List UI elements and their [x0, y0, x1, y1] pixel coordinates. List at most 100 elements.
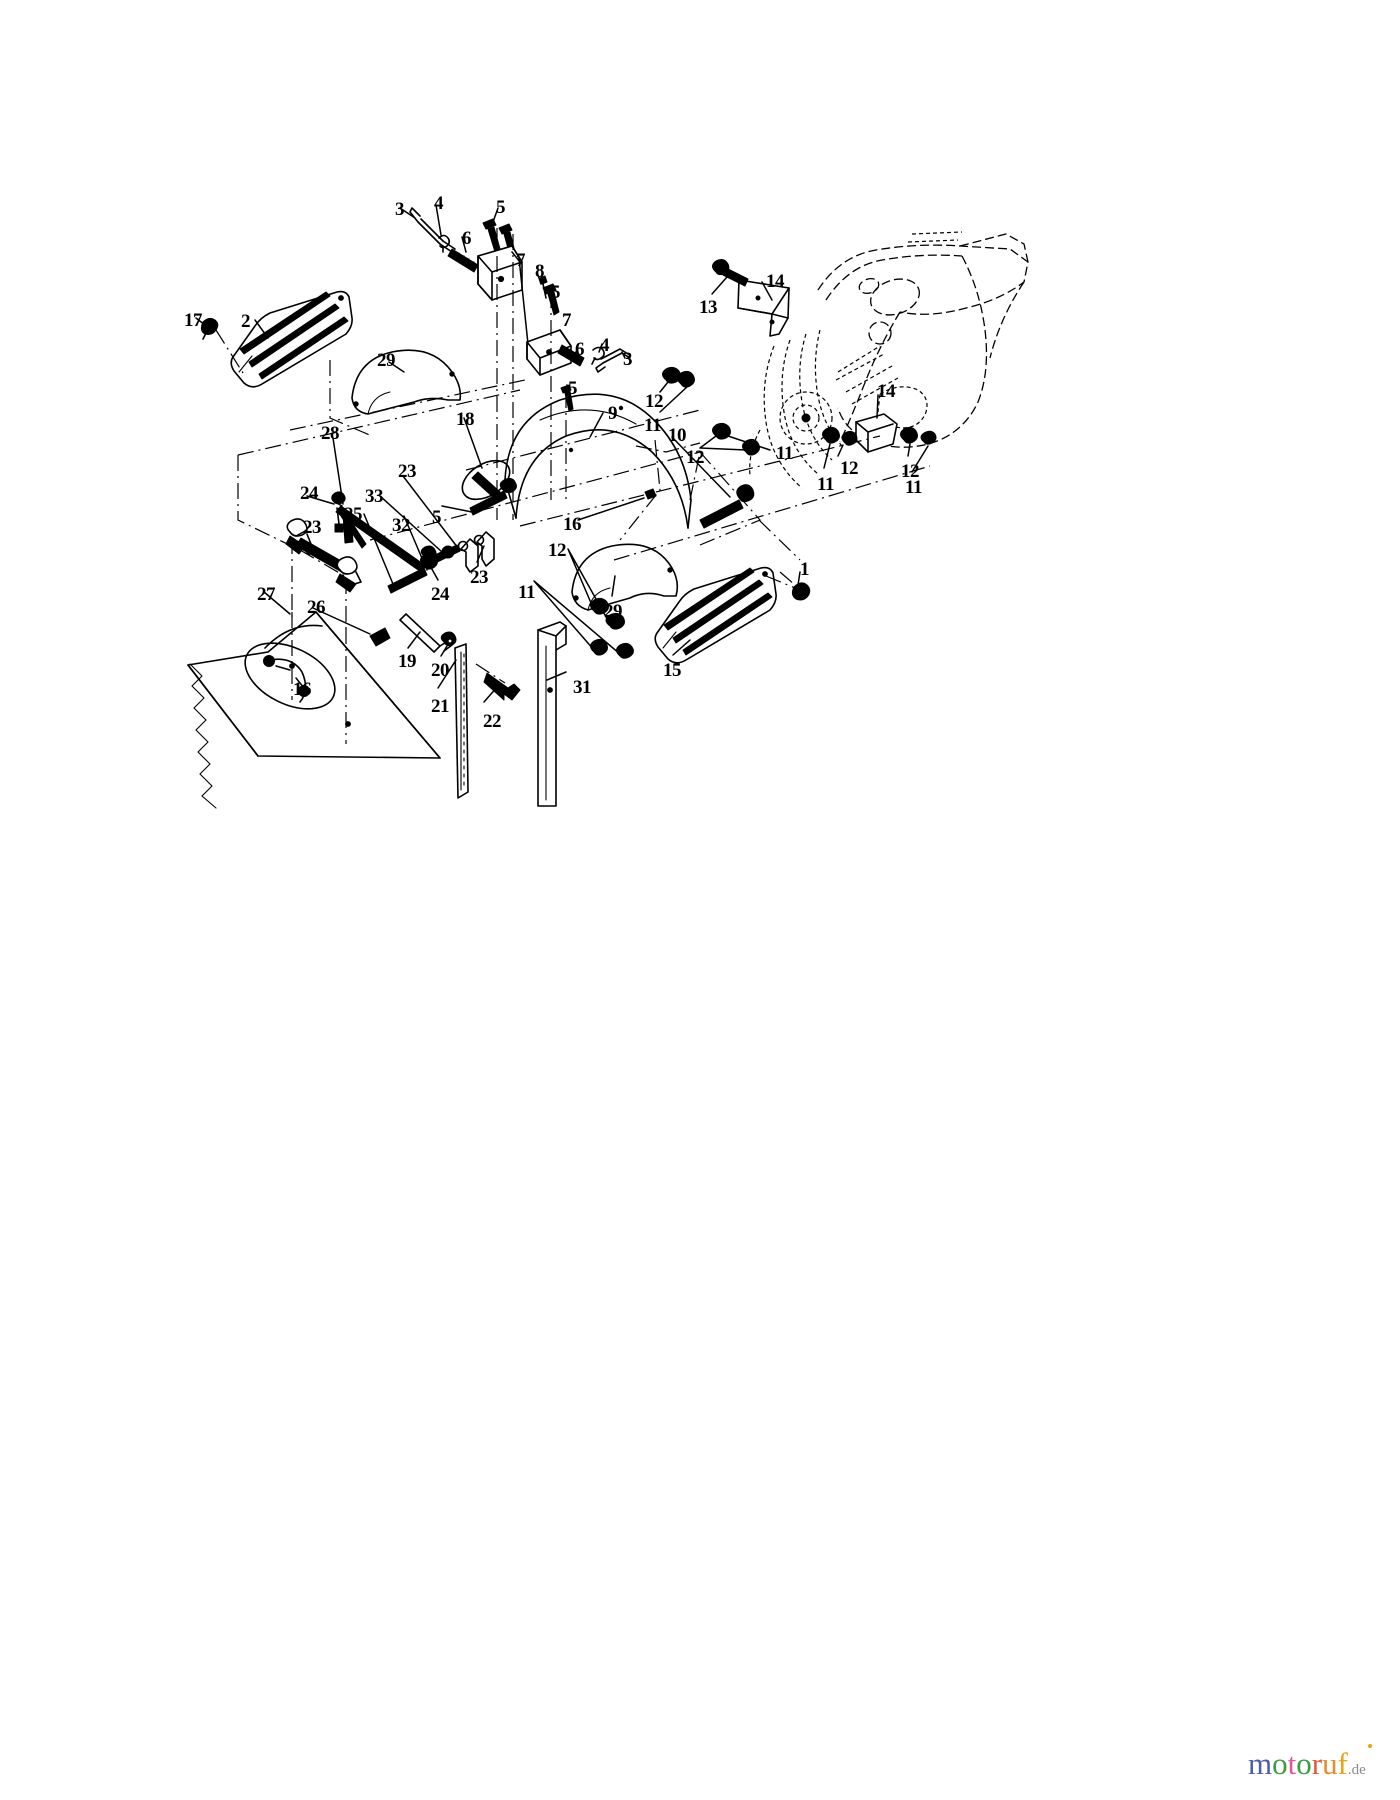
construction-line-m	[779, 571, 796, 586]
tine-plate-part-27	[187, 611, 441, 809]
leader-23c	[476, 545, 485, 563]
leader-33	[379, 495, 443, 553]
leader-9	[589, 412, 604, 438]
construction-line-j	[635, 442, 701, 453]
callout-11d: 11	[817, 474, 834, 495]
leader-14b	[876, 394, 879, 419]
callout-8: 8	[535, 261, 545, 282]
construction-line-f	[519, 435, 881, 527]
callout-3a: 3	[395, 199, 405, 220]
callout-16a: 16	[563, 514, 582, 535]
callout-17: 17	[184, 310, 203, 331]
construction-line-e	[465, 409, 701, 471]
callout-12c: 12	[645, 391, 664, 412]
callout-6a: 6	[462, 228, 472, 249]
logo-letter-m: m	[1248, 1746, 1273, 1781]
nut-part-20	[440, 631, 457, 647]
spring-part-6a	[447, 248, 479, 273]
leader-20	[440, 645, 448, 657]
callout-7a: 7	[516, 250, 526, 271]
leader-7b	[518, 257, 529, 345]
callout-13: 13	[699, 297, 718, 318]
leader-29a	[388, 361, 405, 373]
callout-14a: 14	[766, 271, 785, 292]
transmission-housing-ghost	[749, 231, 1029, 489]
fender-part-9	[504, 393, 692, 529]
bracket-part-14a	[737, 279, 790, 337]
shield-part-29b	[571, 543, 679, 611]
callout-15: 15	[663, 660, 682, 681]
leader-19	[407, 631, 421, 649]
bolt-part-10	[699, 484, 755, 529]
clip-part-26	[369, 627, 391, 647]
bolt-part-24b	[420, 544, 461, 567]
callout-11c: 11	[776, 443, 793, 464]
callout-2: 2	[241, 311, 251, 332]
callout-22: 22	[483, 711, 502, 732]
leader-5e	[441, 505, 473, 513]
callout-23c: 23	[470, 567, 489, 588]
leader-24b	[427, 561, 439, 581]
leader-27	[263, 591, 291, 615]
callout-27: 27	[257, 584, 276, 605]
callout-1: 1	[800, 559, 810, 580]
construction-line-k	[619, 439, 661, 541]
axis-right-footrest	[765, 575, 801, 591]
callout-7b: 7	[562, 310, 572, 331]
leader-14a	[761, 281, 773, 301]
leader-10	[671, 436, 731, 498]
callout-11e: 11	[905, 477, 922, 498]
construction-line-d	[369, 451, 701, 541]
spring-part-6b	[557, 344, 585, 367]
callout-5e: 5	[432, 507, 442, 528]
leader-24a	[306, 495, 335, 505]
axis-shield-29a	[329, 360, 373, 437]
leader-23a	[402, 475, 459, 549]
callout-5a: 5	[496, 197, 506, 218]
axis-link-cross	[299, 549, 349, 579]
construction-line-i	[689, 451, 701, 501]
callout-16b: 16	[293, 679, 312, 700]
leader-6a	[461, 236, 467, 253]
bracket-part-7b	[526, 329, 572, 376]
right-footrest-part-15	[654, 566, 777, 664]
logo-letter-u: u	[1322, 1746, 1338, 1781]
callout-10: 10	[668, 425, 687, 446]
bolt-part-22	[483, 672, 521, 701]
leader-11-12-right	[823, 443, 844, 469]
tine-bar-part-31	[537, 621, 567, 807]
shield-part-29a	[351, 349, 462, 415]
leader-22	[483, 685, 499, 703]
callout-5d: 5	[568, 378, 578, 399]
clip-part-4b	[591, 346, 605, 365]
callout-3b: 3	[623, 349, 633, 370]
callout-4a: 4	[434, 193, 444, 214]
callout-6b: 6	[575, 339, 585, 360]
hardware-11a	[590, 638, 634, 659]
callout-25: 25	[344, 504, 363, 525]
leader-11a	[533, 580, 621, 655]
leader-17	[195, 317, 206, 326]
leader-11c	[721, 433, 771, 451]
leader-26	[312, 607, 371, 635]
callout-24b: 24	[431, 584, 450, 605]
leader-15	[672, 639, 691, 656]
leader-21	[437, 659, 457, 689]
callout-29a: 29	[377, 350, 396, 371]
callout-31: 31	[573, 677, 592, 698]
leader-13	[711, 276, 728, 295]
leader-3b	[621, 351, 626, 359]
leader-5c	[550, 286, 553, 296]
leader-4a	[435, 204, 442, 236]
leader-2	[254, 319, 269, 339]
construction-line-a	[237, 389, 521, 456]
callout-9: 9	[608, 403, 618, 424]
clip-part-4a	[438, 234, 451, 253]
leader-31	[546, 671, 567, 681]
bracket-part-7a	[477, 245, 523, 301]
leader-12d	[699, 435, 747, 451]
callout-32: 32	[392, 515, 411, 536]
logo-letter-r: r	[1311, 1746, 1323, 1781]
link-arm-assembly	[285, 505, 427, 593]
